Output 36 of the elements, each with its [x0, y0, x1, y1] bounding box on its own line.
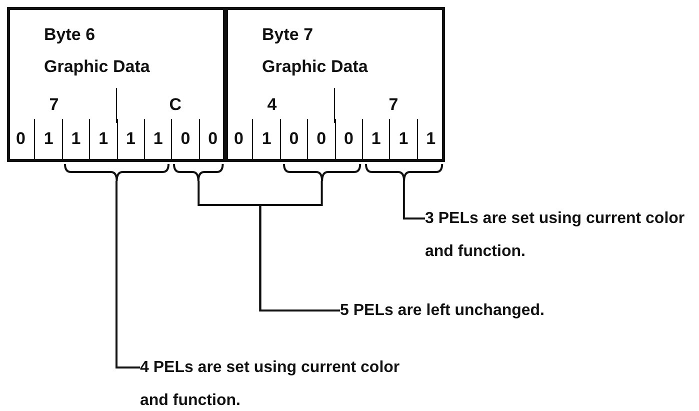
byte-heading: Byte 7: [262, 24, 314, 46]
bit-cell: 1: [34, 119, 62, 159]
hex-digit: 4: [267, 95, 277, 115]
bit-cell: 0: [198, 119, 226, 159]
bit-cell: 1: [144, 119, 172, 159]
bit-cell: 0: [7, 119, 34, 159]
byte-field: [225, 7, 445, 162]
leader-line: [259, 181, 340, 312]
hex-digit: C: [169, 95, 182, 115]
bit-cell: 1: [116, 119, 144, 159]
bit-cell: 1: [89, 119, 116, 159]
byte-field: [7, 7, 226, 162]
curly-brace: [282, 164, 361, 181]
curly-brace: [64, 164, 170, 181]
bit-cell: 0: [225, 119, 252, 159]
curly-brace: [173, 164, 224, 181]
curly-brace: [364, 164, 443, 181]
field-description: Graphic Data: [262, 56, 368, 78]
bit-cell: 1: [62, 119, 90, 159]
bit-cell: 1: [416, 119, 444, 159]
hex-digit: 7: [388, 95, 398, 115]
bit-cell: 0: [334, 119, 362, 159]
bit-cell: 1: [362, 119, 390, 159]
annotation-text: 5 PELs are left unchanged.: [340, 294, 640, 327]
byte-heading: Byte 6: [44, 24, 96, 46]
bit-cell: 1: [389, 119, 417, 159]
bit-cell: 1: [252, 119, 280, 159]
annotation-text: 4 PELs are set using current color and function.: [140, 351, 430, 411]
leader-line: [402, 181, 425, 220]
annotation-text: 3 PELs are set using current color and function.: [425, 202, 697, 268]
bit-cell: 0: [280, 119, 308, 159]
field-description: Graphic Data: [44, 56, 150, 78]
bit-cell: 0: [307, 119, 334, 159]
bit-cell: 0: [171, 119, 199, 159]
leader-line: [116, 181, 140, 368]
hex-digit: 7: [49, 95, 59, 115]
